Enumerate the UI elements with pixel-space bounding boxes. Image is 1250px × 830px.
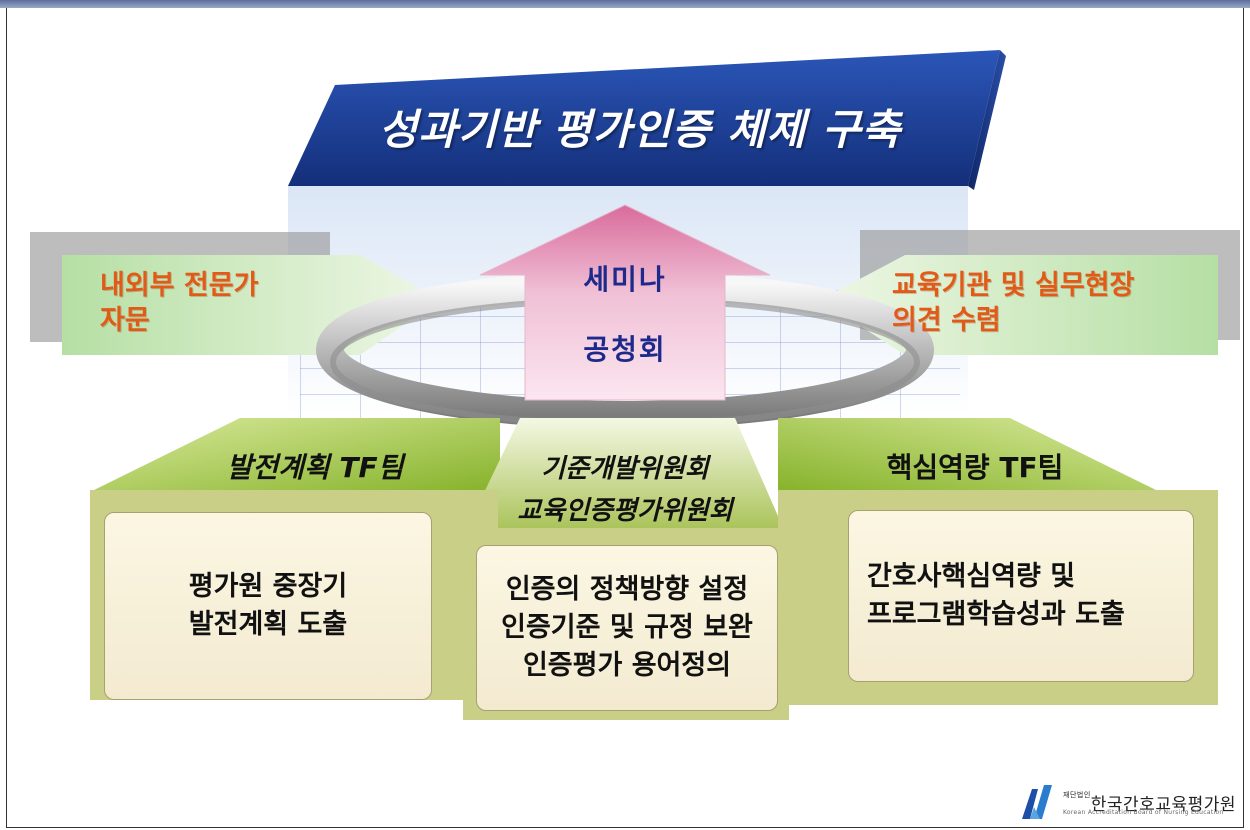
organization-logo-icon	[1022, 785, 1052, 819]
slide-frame	[6, 8, 1244, 828]
right-side-line2: 의견 수렴	[892, 305, 1001, 336]
top-bar	[0, 0, 1250, 8]
arrow-label-top: 세미나	[583, 263, 667, 296]
diagram-title: 성과기반 평가인증 체제 구축	[378, 105, 902, 154]
left-side-line2: 자문	[100, 305, 150, 336]
right-box-card: 간호사핵심역량 및 프로그램학습성과 도출	[848, 510, 1194, 682]
left-side-label: 내외부 전문가 자문	[100, 268, 258, 338]
left-box-heading: 발전계획 TF팀	[226, 451, 404, 484]
arrow-label-bottom: 공청회	[583, 333, 667, 366]
middle-box-card: 인증의 정책방향 설정 인증기준 및 규정 보완 인증평가 용어정의	[476, 545, 778, 711]
left-box-line2: 발전계획 도출	[188, 609, 348, 640]
right-box-line2: 프로그램학습성과 도출	[867, 599, 1125, 630]
left-side-line1: 내외부 전문가	[100, 270, 259, 301]
middle-box-line2: 인증기준 및 규정 보완	[501, 612, 753, 643]
left-box-card: 평가원 중장기 발전계획 도출	[104, 512, 432, 700]
right-side-label: 교육기관 및 실무현장 의견 수렴	[892, 268, 1134, 338]
middle-box-line3: 인증평가 용어정의	[522, 650, 732, 681]
left-box-line1: 평가원 중장기	[188, 571, 348, 602]
organization-prefix: 재단법인	[1063, 791, 1091, 799]
right-box-heading: 핵심역량 TF팀	[886, 451, 1064, 484]
right-box-line1: 간호사핵심역량 및	[867, 561, 1076, 592]
middle-box-heading-2: 교육인증평가위원회	[517, 496, 733, 526]
organization-english-name: Korean Accreditation Board of Nursing Ed…	[1063, 809, 1224, 816]
organization-name: 재단법인한국간호교육평가원	[1063, 790, 1236, 815]
middle-box-line1: 인증의 정책방향 설정	[505, 574, 749, 605]
middle-box-heading-1: 기준개발위원회	[541, 454, 709, 484]
organization-name-text: 한국간호교육평가원	[1090, 795, 1237, 815]
right-side-line1: 교육기관 및 실무현장	[892, 270, 1135, 301]
